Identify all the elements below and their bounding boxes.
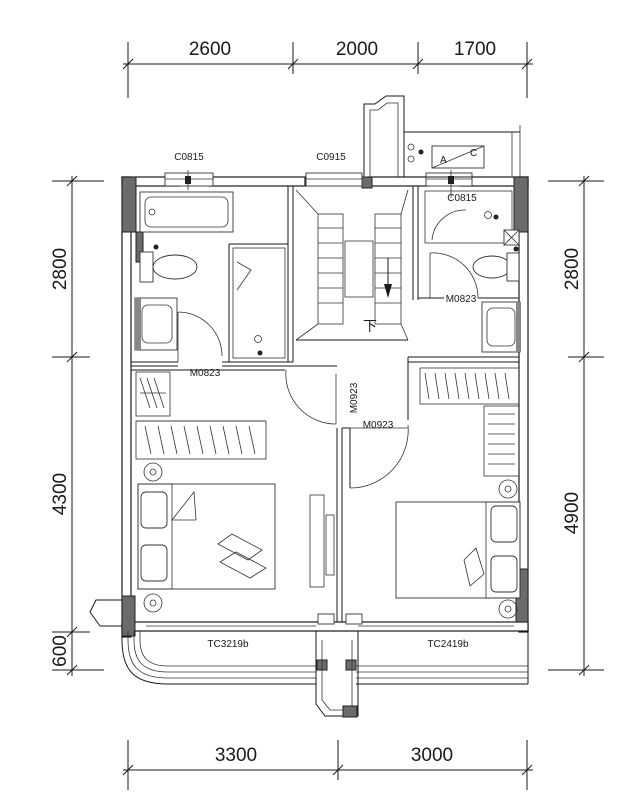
window-c0915: C0915 [305, 152, 363, 187]
interior-walls [131, 186, 519, 622]
window-label-c0815-left: C0815 [174, 152, 204, 163]
vanity-left [134, 297, 178, 351]
right-bathroom: M0823 [424, 190, 521, 353]
window-label-tc2419b: TC2419b [427, 639, 469, 650]
bathtub [139, 191, 234, 233]
right-dim-1: 2800 [562, 248, 583, 290]
bottom-dim-2: 3000 [411, 745, 453, 766]
ac-label-c: C [470, 148, 477, 159]
door-label-m0823-left: M0823 [190, 368, 221, 379]
left-dim-3: 600 [50, 635, 71, 667]
right-dim-2: 4900 [562, 492, 583, 534]
window-label-tc3219b: TC3219b [207, 639, 249, 650]
stair-down-label: 下 [363, 318, 377, 334]
window-label-c0915: C0915 [316, 152, 346, 163]
wardrobe-left-horizontal [135, 420, 267, 460]
bottom-dim-1: 3300 [215, 745, 257, 766]
wardrobe-right-horizontal [419, 367, 520, 405]
door-label-m0823-right: M0823 [446, 294, 477, 305]
ac-label-a: A [440, 155, 447, 166]
structural-columns [121, 176, 529, 671]
toilet-right [472, 255, 512, 279]
left-dim-1: 2800 [50, 248, 71, 290]
top-dimension-line: 2600 2000 1700 [122, 39, 533, 98]
left-dimension-line: 2800 4300 600 [50, 175, 104, 676]
vanity-right [481, 301, 521, 353]
bottom-dimension-line: 3300 3000 [122, 740, 533, 790]
top-dim-1: 2600 [189, 39, 231, 60]
top-dim-2: 2000 [336, 39, 378, 60]
door-label-m0923-vertical: M0923 [349, 382, 360, 413]
left-bedroom [135, 371, 335, 613]
door-label-m0923-horizontal: M0923 [363, 420, 394, 431]
wardrobe-right-vertical [483, 405, 520, 477]
toilet-left [139, 251, 154, 283]
top-dim-3: 1700 [454, 39, 496, 60]
balcony-sliding-doors [146, 613, 514, 627]
staircase: 下 [295, 189, 409, 341]
window-label-c0815-right: C0815 [447, 193, 477, 204]
top-ac-bay: A C [363, 95, 521, 178]
shower-cabin [232, 247, 286, 359]
wardrobe-left-vertical [135, 371, 171, 417]
left-bathroom: M0823 [134, 191, 286, 379]
right-bedroom [395, 367, 521, 619]
corridor-doors: M0923 M0923 [285, 369, 409, 489]
right-dimension-line: 2800 4900 [548, 175, 604, 676]
window-c0815-right: C0815 [425, 170, 477, 204]
south-balcony: TC3219b TC2419b [89, 599, 529, 718]
left-dim-2: 4300 [50, 473, 71, 515]
window-c0815-left: C0815 [164, 152, 214, 190]
